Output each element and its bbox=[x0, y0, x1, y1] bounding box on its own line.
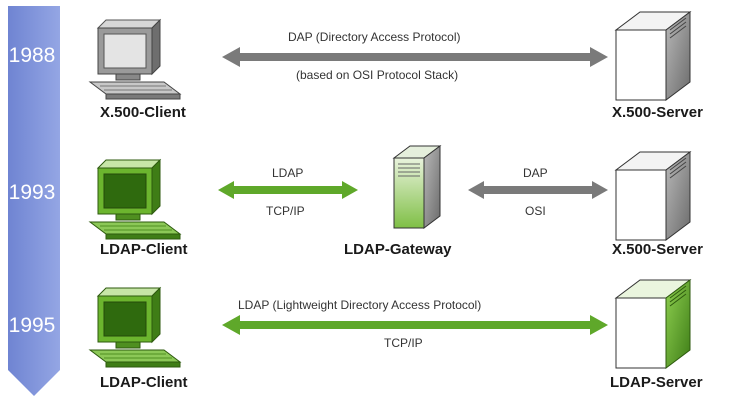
row2-server-label: X.500-Server bbox=[612, 241, 703, 258]
ldap-gateway-server-icon bbox=[392, 145, 442, 229]
row2-left-link-top-label: LDAP bbox=[272, 166, 304, 180]
row2-client-label: LDAP-Client bbox=[100, 241, 188, 258]
year-1993: 1993 bbox=[8, 181, 56, 204]
row1-link-bottom-label: (based on OSI Protocol Stack) bbox=[296, 68, 459, 82]
year-1995: 1995 bbox=[8, 314, 56, 337]
timeline-arrow bbox=[8, 6, 60, 396]
x500-server-icon bbox=[614, 11, 692, 101]
row3-link-bottom-label: TCP/IP bbox=[384, 336, 423, 350]
row2-gateway-label: LDAP-Gateway bbox=[344, 241, 452, 258]
x500-server-icon-row2 bbox=[614, 151, 692, 241]
year-1988: 1988 bbox=[8, 44, 56, 67]
row3-server-label: LDAP-Server bbox=[610, 374, 703, 391]
ldap-client-computer-icon-row3 bbox=[88, 286, 182, 368]
ldap-client-computer-icon-row2 bbox=[88, 158, 182, 240]
row2-dap-arrow bbox=[468, 181, 608, 199]
row2-left-link-bottom-label: TCP/IP bbox=[266, 204, 305, 218]
row3-ldap-arrow bbox=[222, 315, 608, 335]
row3-client-label: LDAP-Client bbox=[100, 374, 188, 391]
row1-dap-arrow bbox=[222, 47, 608, 67]
row2-ldap-arrow bbox=[218, 181, 358, 199]
row2-right-link-top-label: DAP bbox=[523, 166, 548, 180]
row1-client-label: X.500-Client bbox=[100, 104, 186, 121]
row2-right-link-bottom-label: OSI bbox=[525, 204, 546, 218]
x500-client-computer-icon bbox=[88, 18, 182, 100]
row1-link-top-label: DAP (Directory Access Protocol) bbox=[288, 30, 461, 44]
row1-server-label: X.500-Server bbox=[612, 104, 703, 121]
row3-link-top-label: LDAP (Lightweight Directory Access Proto… bbox=[238, 298, 482, 312]
ldap-server-icon bbox=[614, 279, 692, 369]
